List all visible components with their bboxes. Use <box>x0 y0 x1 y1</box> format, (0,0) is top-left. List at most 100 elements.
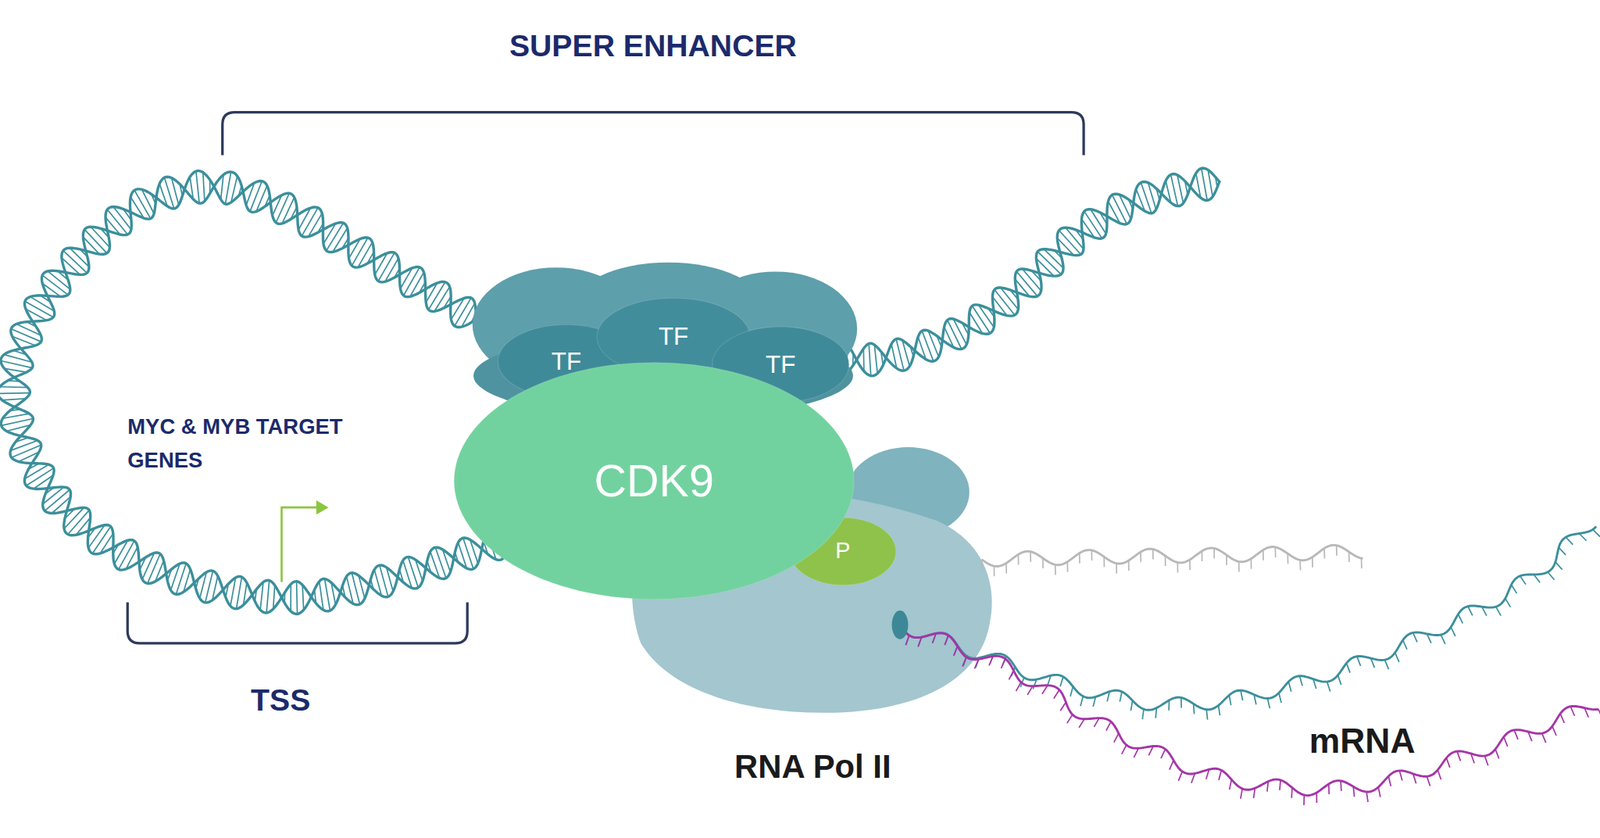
rna-base <box>1206 768 1210 779</box>
rna-base <box>1384 659 1389 669</box>
rna-base <box>1346 662 1350 672</box>
rna-base <box>989 656 993 666</box>
rna-base <box>1238 560 1240 572</box>
rna-base <box>1552 725 1557 736</box>
rna-base <box>1201 550 1204 561</box>
dna-base-pair <box>296 581 299 615</box>
rna-base <box>1514 729 1518 740</box>
dna-base-pair <box>225 171 231 204</box>
dna-strand <box>0 171 1220 613</box>
rna-base <box>1042 557 1044 568</box>
mrna-strand <box>896 624 1600 805</box>
rna-base <box>1218 769 1222 780</box>
rna-base <box>1426 775 1430 786</box>
rna-base <box>1267 781 1269 792</box>
rna-base <box>1482 606 1487 616</box>
node-label: CDK9 <box>453 362 854 600</box>
rna-base <box>1353 785 1354 797</box>
rna-base <box>1598 708 1600 718</box>
rna-base <box>1228 694 1231 705</box>
rna-base <box>1395 652 1400 662</box>
template-strand <box>896 525 1600 719</box>
rna-base <box>1360 557 1363 568</box>
rna-base <box>1337 675 1341 685</box>
dna-base-pair <box>1 418 34 426</box>
rna-base <box>1189 559 1191 570</box>
dna-base-pair <box>1171 174 1179 206</box>
rna-base <box>1339 780 1343 791</box>
dna-base-pair <box>196 171 200 204</box>
rna-base <box>1399 770 1403 781</box>
rna-base <box>1142 708 1144 719</box>
rna-base <box>1558 546 1566 555</box>
rna-base <box>1560 713 1565 723</box>
rna-base <box>1471 753 1475 763</box>
rna-base <box>1042 685 1048 694</box>
rna-strand <box>900 624 1599 795</box>
rna-base <box>1542 732 1547 743</box>
dna-base-pair <box>266 580 270 613</box>
rna-base <box>1288 681 1291 692</box>
rna-base <box>1328 783 1330 794</box>
tss-bracket <box>127 602 468 643</box>
rna-base <box>1002 655 1007 665</box>
rna-base <box>1106 721 1111 731</box>
rna-base <box>1457 614 1463 624</box>
rna-base <box>1067 714 1073 723</box>
rna-base <box>974 658 979 668</box>
rna-base <box>1152 549 1154 560</box>
rna-base <box>1180 696 1183 708</box>
rna-base <box>1547 571 1554 580</box>
rna-base <box>1275 546 1277 558</box>
nascent-rna <box>981 544 1363 576</box>
dna-base-pair <box>203 171 205 201</box>
mrna-label: mRNA <box>1107 720 1600 761</box>
rna-base <box>1335 545 1338 556</box>
rna-base <box>1313 678 1317 689</box>
rna-base <box>1437 769 1441 779</box>
rna-base <box>1426 633 1431 643</box>
dna-base-pair <box>1201 167 1208 200</box>
rna-base <box>1299 559 1301 570</box>
rna-base <box>1533 574 1540 583</box>
rna-base <box>1128 560 1130 571</box>
rna-base <box>1060 701 1066 711</box>
rna-strand <box>981 544 1363 566</box>
rna-base <box>1457 750 1461 761</box>
rna-base <box>1250 558 1253 569</box>
rna-base <box>1054 564 1057 575</box>
dna-base-pair <box>205 570 214 603</box>
region-label: TSS <box>25 682 536 717</box>
rna-base <box>1176 561 1179 572</box>
dna-base-pair <box>0 385 28 389</box>
rna-base <box>1119 691 1122 702</box>
rna-base <box>1066 561 1068 572</box>
rna-base <box>1213 547 1215 558</box>
dna-base-pair <box>273 585 275 609</box>
rna-base <box>1107 691 1110 702</box>
rna-base <box>1565 536 1573 544</box>
rna-base <box>1327 681 1331 691</box>
rna-base <box>1290 787 1293 798</box>
shape-fill <box>789 517 897 585</box>
rna-base <box>1114 732 1119 743</box>
rna-base <box>1029 551 1032 562</box>
rna-base <box>1080 696 1083 707</box>
rna-base <box>1496 606 1501 615</box>
rna-base <box>1092 696 1096 707</box>
rna-base <box>1160 748 1166 758</box>
rna-base <box>1413 632 1418 642</box>
dna-base-pair <box>0 392 30 395</box>
shape-fill <box>632 489 993 713</box>
rna-base <box>1450 626 1456 636</box>
dna-helix <box>0 167 1220 614</box>
super-enhancer-bracket <box>222 112 1084 156</box>
rna-base <box>1303 794 1305 805</box>
rna-base <box>1103 556 1105 567</box>
rna-base <box>1584 707 1589 718</box>
rna-base <box>1505 597 1511 607</box>
rna-base <box>1388 775 1391 786</box>
node-label: RNA Pol II <box>630 747 995 786</box>
rna-base <box>1005 562 1008 573</box>
rna-base <box>1229 778 1233 790</box>
